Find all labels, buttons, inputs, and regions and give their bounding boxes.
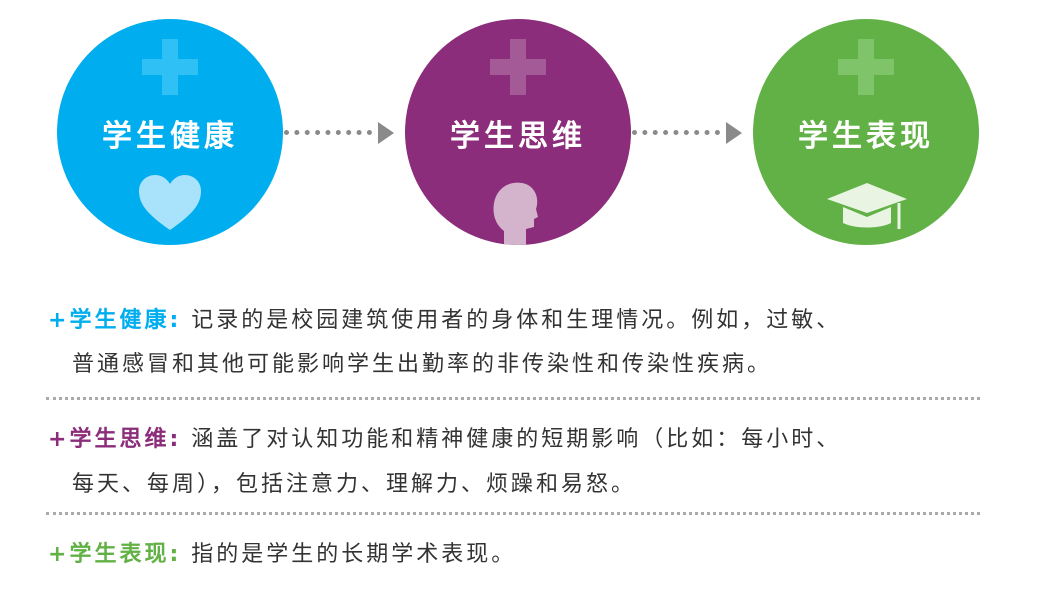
- health-circle: 学生健康: [57, 19, 283, 245]
- divider: [46, 397, 980, 400]
- mind-desc-line2: 每天、每周），包括注意力、理解力、烦躁和易怒。: [72, 472, 637, 497]
- mind-desc-line1: +学生思维: 涵盖了对认知功能和精神健康的短期影响（比如：每小时、: [48, 427, 842, 452]
- plus-icon: [490, 39, 546, 95]
- performance-circle: 学生表现: [753, 19, 979, 245]
- arrow-1: [284, 122, 394, 144]
- plus-icon: [838, 39, 894, 95]
- health-desc-line2: 普通感冒和其他可能影响学生出勤率的非传染性和传染性疾病。: [72, 352, 773, 377]
- head-icon: [493, 182, 538, 245]
- mind-circle: 学生思维: [405, 19, 631, 245]
- mind-title: 学生思维: [450, 119, 586, 154]
- arrow-2: [632, 122, 742, 144]
- performance-desc: +学生表现: 指的是学生的长期学术表现。: [48, 542, 517, 567]
- heart-icon: [139, 175, 201, 230]
- performance-title: 学生表现: [798, 119, 934, 154]
- health-desc-line1: +学生健康: 记录的是校园建筑使用者的身体和生理情况。例如，过敏、: [48, 308, 842, 333]
- divider: [46, 512, 980, 515]
- plus-icon: [142, 39, 198, 95]
- health-title: 学生健康: [102, 119, 238, 154]
- graduation-cap-icon: [827, 183, 907, 229]
